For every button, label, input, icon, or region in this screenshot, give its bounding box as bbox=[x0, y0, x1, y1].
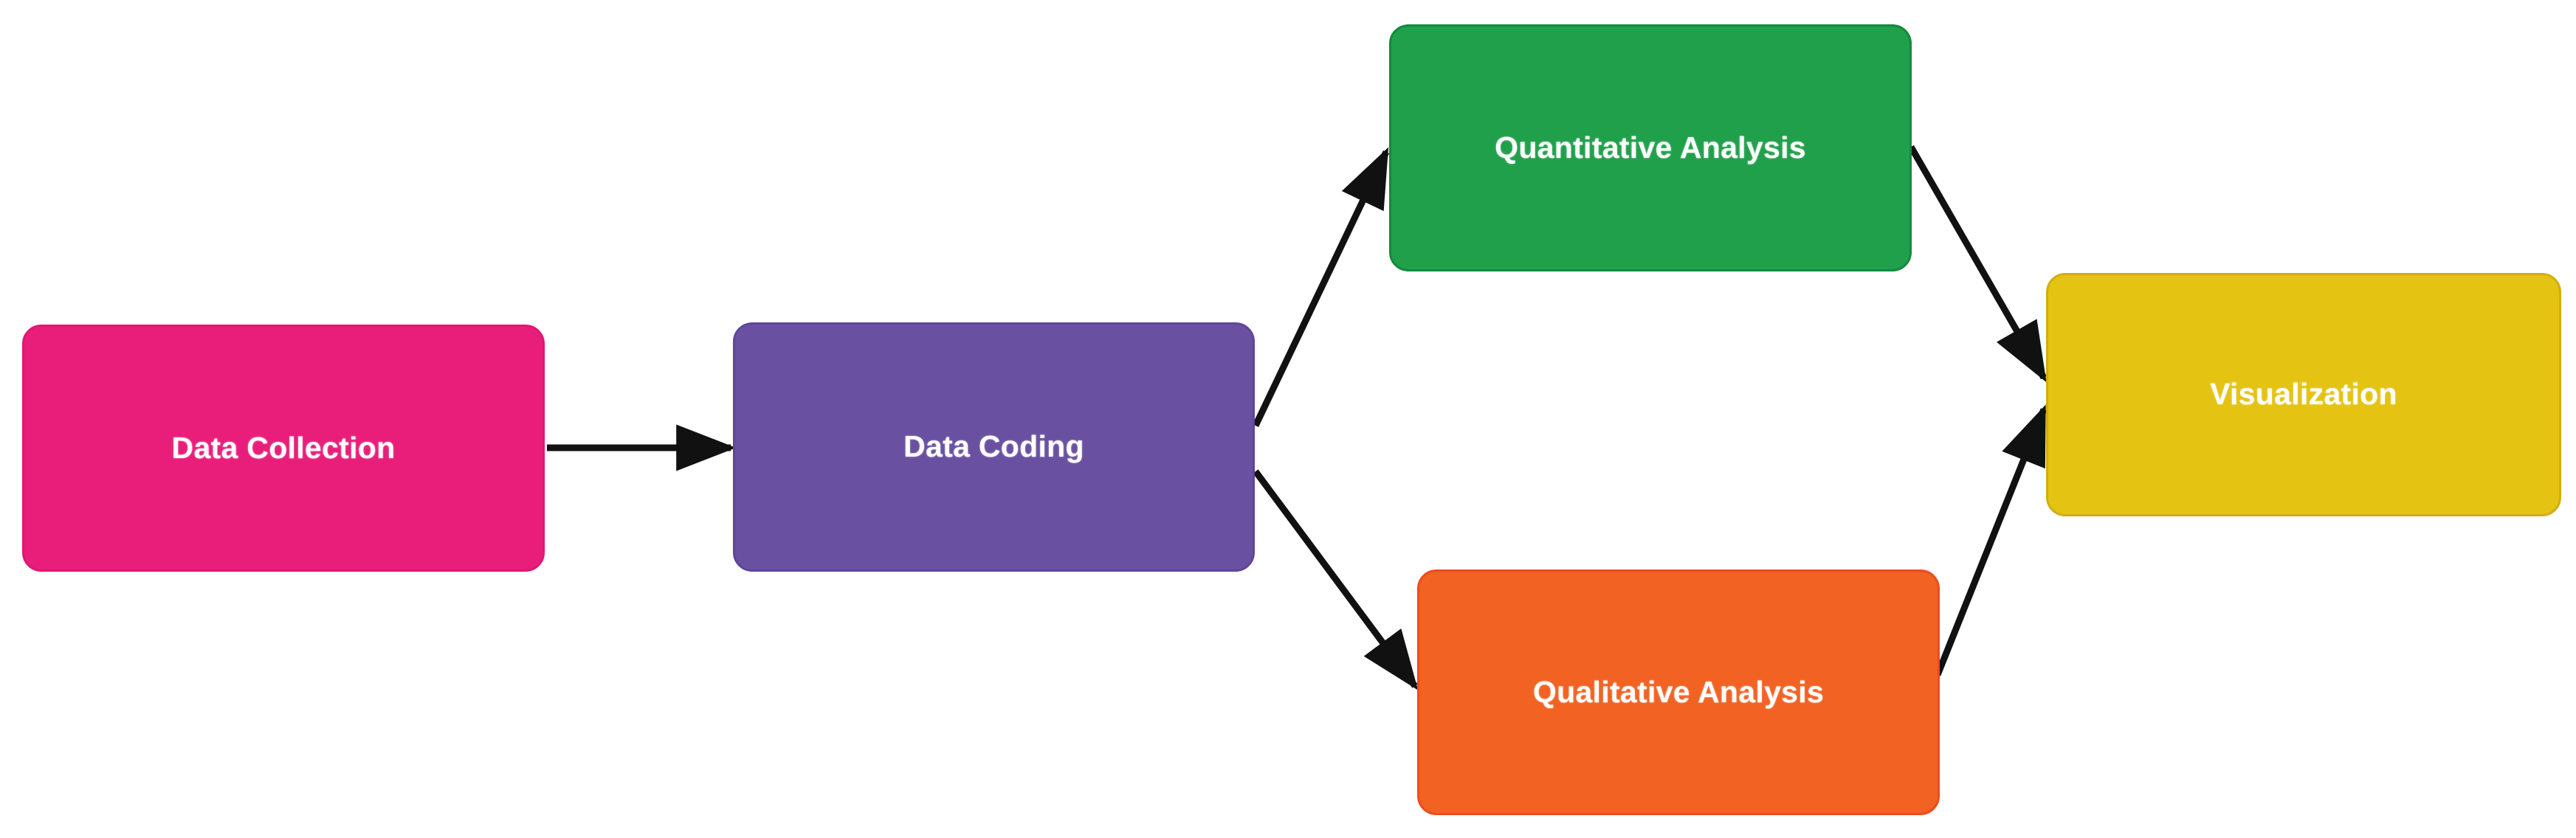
node-label-data-collection: Data Collection bbox=[171, 430, 396, 465]
node-data-collection[interactable]: Data Collection bbox=[22, 325, 545, 572]
node-visualization[interactable]: Visualization bbox=[2046, 273, 2561, 516]
node-label-visualization: Visualization bbox=[2210, 377, 2397, 412]
node-data-coding[interactable]: Data Coding bbox=[733, 322, 1255, 572]
node-label-data-coding: Data Coding bbox=[903, 429, 1084, 464]
node-label-qualitative-analysis: Qualitative Analysis bbox=[1532, 674, 1825, 709]
edge-coding-to-qualitative bbox=[1253, 469, 1419, 690]
node-label-quantitative-analysis: Quantitative Analysis bbox=[1495, 130, 1806, 165]
edge-coding-to-quantitative bbox=[1252, 147, 1390, 427]
edge-quantitative-to-visualization bbox=[1908, 145, 2047, 383]
node-qualitative-analysis[interactable]: Qualitative Analysis bbox=[1417, 569, 1940, 815]
edge-qualitative-to-visualization bbox=[1934, 404, 2048, 676]
node-quantitative-analysis[interactable]: Quantitative Analysis bbox=[1389, 24, 1912, 271]
